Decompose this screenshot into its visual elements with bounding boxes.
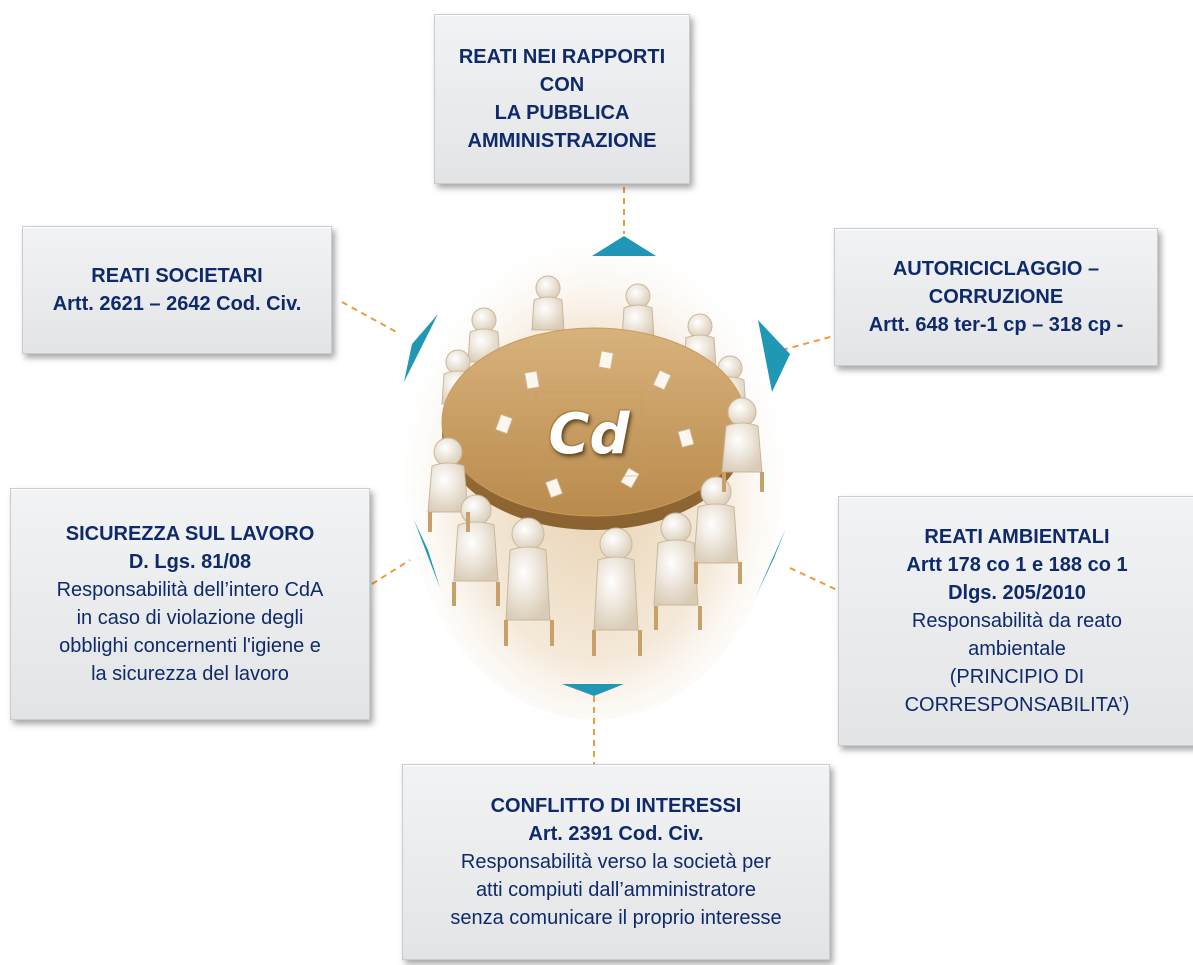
box-body-line: Responsabilità verso la società per: [460, 851, 772, 873]
box-body-line: (PRINCIPIO DI: [949, 666, 1085, 688]
box-title-line: Art. 2391 Cod. Civ.: [528, 823, 704, 845]
box-body-line: obblighi concernenti l'igiene e: [59, 635, 321, 657]
box-line: Artt. 2621 – 2642 Cod. Civ.: [52, 293, 302, 315]
box-line: REATI SOCIETARI: [91, 265, 263, 287]
box-body-line: in caso di violazione degli: [76, 607, 304, 629]
box-line: LA PUBBLICA: [494, 102, 630, 124]
box-sicurezza-sul-lavoro: SICUREZZA SUL LAVORO D. Lgs. 81/08 Respo…: [10, 488, 370, 720]
box-autoriciclaggio-corruzione: AUTORICICLAGGIO – CORRUZIONE Artt. 648 t…: [834, 228, 1158, 366]
box-title-line: D. Lgs. 81/08: [128, 551, 252, 573]
arrow-left-up-icon: [404, 314, 438, 382]
box-title-line: Dlgs. 205/2010: [948, 582, 1086, 604]
box-reati-pubblica-amministrazione: REATI NEI RAPPORTI CON LA PUBBLICA AMMIN…: [434, 14, 690, 184]
arrow-right-down-icon: [756, 528, 786, 596]
box-line: CORRUZIONE: [928, 286, 1064, 308]
arrow-right-icon: [758, 320, 790, 392]
box-body-line: atti compiuti dall’amministratore: [475, 879, 757, 901]
center-label: Cd: [548, 401, 630, 467]
box-title-line: REATI AMBIENTALI: [924, 526, 1110, 548]
box-body-line: senza comunicare il proprio interesse: [450, 907, 782, 929]
box-body-line: Responsabilità dell’intero CdA: [56, 579, 324, 601]
box-line: REATI NEI RAPPORTI CON: [458, 46, 666, 96]
box-line: AUTORICICLAGGIO –: [892, 258, 1100, 280]
round-table-illustration: [427, 275, 764, 656]
box-conflitto-di-interessi: CONFLITTO DI INTERESSI Art. 2391 Cod. Ci…: [402, 764, 830, 960]
arrow-down-icon: [562, 684, 624, 696]
box-body-line: CORRESPONSABILITA’): [904, 694, 1130, 716]
box-body-line: Responsabilità da reato: [911, 610, 1123, 632]
box-reati-societari: REATI SOCIETARI Artt. 2621 – 2642 Cod. C…: [22, 226, 332, 354]
box-title-line: Artt 178 co 1 e 188 co 1: [906, 554, 1128, 576]
box-title-line: CONFLITTO DI INTERESSI: [490, 795, 742, 817]
box-line: Artt. 648 ter-1 cp – 318 cp -: [868, 314, 1124, 336]
box-body-line: la sicurezza del lavoro: [91, 663, 289, 685]
box-reati-ambientali: REATI AMBIENTALI Artt 178 co 1 e 188 co …: [838, 496, 1193, 746]
box-line: AMMINISTRAZIONE: [467, 130, 657, 152]
box-body-line: ambientale: [968, 638, 1066, 660]
arrow-left-down-icon: [414, 520, 440, 588]
box-title-line: SICUREZZA SUL LAVORO: [65, 523, 315, 545]
arrow-up-icon: [592, 236, 656, 256]
